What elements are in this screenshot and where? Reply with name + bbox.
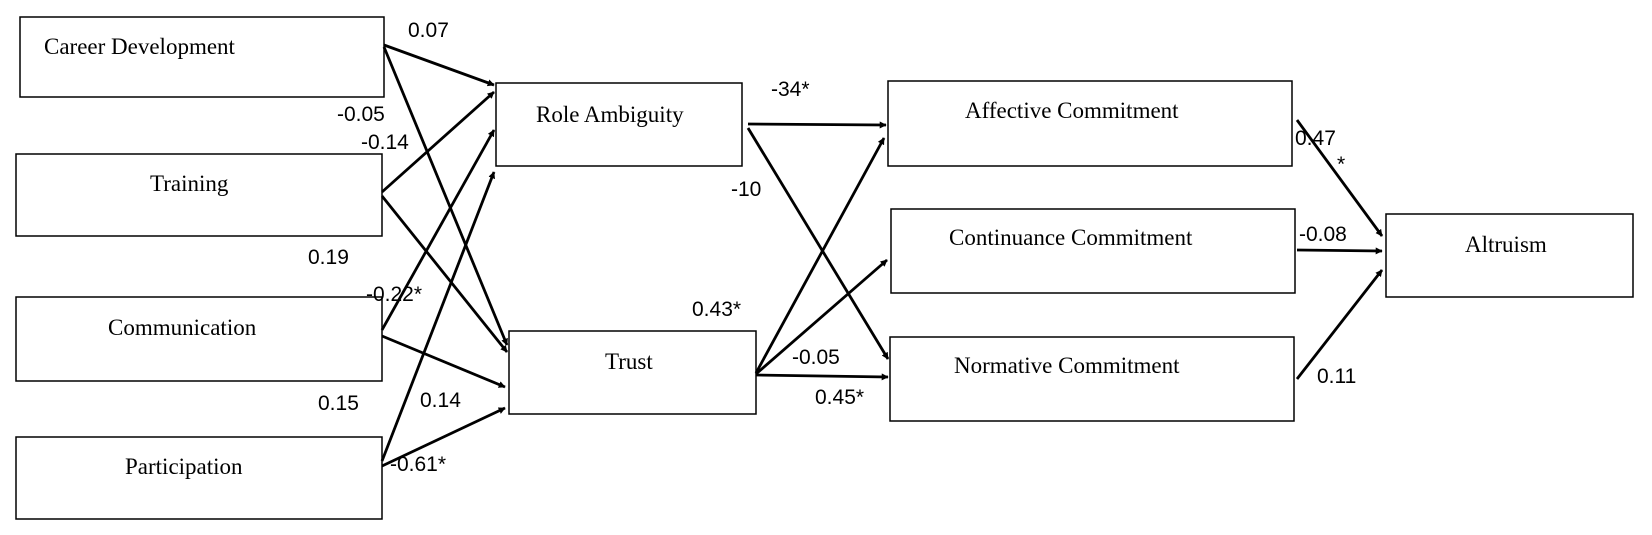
arrow-affective-to-altruism	[1295, 119, 1384, 237]
node-role-ambiguity: Role Ambiguity	[495, 82, 743, 167]
coef-training-to-role: -0.14	[361, 131, 409, 154]
arrow-training-to-role	[381, 90, 495, 194]
arrow-role-to-normative	[746, 127, 890, 360]
coef-participation-to-trust: -0.61*	[390, 453, 446, 476]
node-training-label: Training	[150, 171, 229, 196]
coef-affective-to-altruism-sig: *	[1337, 153, 1345, 176]
node-participation-label: Participation	[125, 454, 243, 479]
node-affective-commitment-label: Affective Commitment	[965, 98, 1179, 123]
coef-career-to-role: 0.07	[408, 19, 449, 42]
arrow-normative-to-altruism	[1295, 269, 1384, 380]
coef-training-to-trust: 0.19	[308, 246, 349, 269]
arrow-career-to-role	[383, 43, 495, 87]
node-career-development-label: Career Development	[44, 34, 236, 59]
coef-role-to-affective: -34*	[771, 78, 810, 101]
node-communication: Communication	[15, 296, 383, 382]
arrow-participation-to-role	[380, 171, 496, 462]
node-communication-label: Communication	[108, 315, 257, 340]
node-normative-commitment: Normative Commitment	[889, 336, 1295, 422]
coef-affective-to-altruism: 0.47	[1295, 127, 1336, 150]
node-altruism: Altruism	[1385, 213, 1634, 298]
arrow-training-to-trust	[380, 195, 509, 353]
coef-career-to-trust: -0.05	[337, 103, 385, 126]
coef-normative-to-altruism: 0.11	[1317, 365, 1356, 388]
node-participation: Participation	[15, 436, 383, 520]
arrow-trust-to-continuance	[755, 258, 888, 376]
node-career-development: Career Development	[19, 16, 385, 98]
node-trust-label: Trust	[605, 349, 653, 374]
coef-role-to-normative: -10	[731, 178, 761, 201]
arrow-continuance-to-altruism	[1296, 247, 1383, 255]
node-continuance-commitment-label: Continuance Commitment	[949, 225, 1193, 250]
arrow-communication-to-role	[380, 129, 496, 331]
arrow-trust-to-normative	[755, 373, 889, 381]
node-affective-commitment: Affective Commitment	[887, 80, 1293, 167]
coef-trust-to-normative: 0.45*	[815, 386, 864, 409]
node-trust: Trust	[508, 330, 757, 415]
coef-trust-to-affective: 0.43*	[692, 298, 741, 321]
coef-communication-to-role: -0.22*	[366, 283, 422, 306]
arrow-role-to-affective	[747, 121, 887, 129]
arrow-participation-to-trust	[381, 406, 506, 468]
coef-participation-to-role: 0.14	[420, 389, 461, 412]
node-normative-commitment-label: Normative Commitment	[954, 353, 1180, 378]
coef-communication-to-trust: 0.15	[318, 392, 359, 415]
arrow-career-to-trust	[382, 46, 509, 346]
arrow-communication-to-trust	[381, 334, 506, 389]
arrow-trust-to-affective	[754, 137, 886, 374]
coef-continuance-to-altruism: -0.08	[1299, 223, 1347, 246]
node-role-ambiguity-label: Role Ambiguity	[536, 102, 684, 127]
node-altruism-label: Altruism	[1465, 232, 1547, 257]
coef-trust-to-continuance: -0.05	[792, 346, 840, 369]
node-continuance-commitment: Continuance Commitment	[890, 208, 1296, 294]
node-training: Training	[15, 153, 383, 237]
